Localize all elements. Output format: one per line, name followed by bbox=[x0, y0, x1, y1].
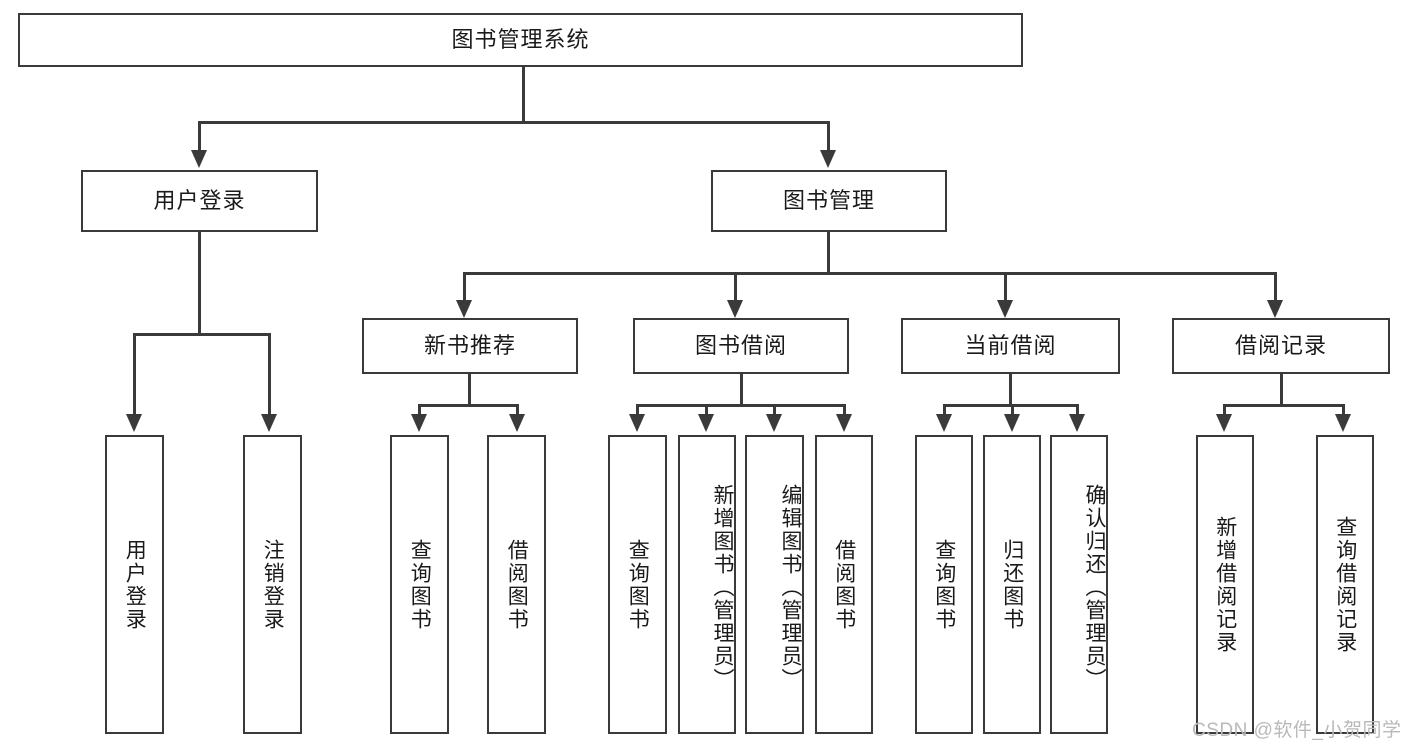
arrowhead-book-borrow-leaf-3 bbox=[766, 414, 782, 432]
edge-new-book-bar bbox=[418, 404, 519, 407]
edge-root-to-book-management bbox=[827, 121, 830, 153]
edge-book-management-stem bbox=[827, 232, 830, 273]
node-label: 新增借阅记录 bbox=[1213, 515, 1237, 654]
arrowhead-book-borrow-leaf-1 bbox=[629, 414, 645, 432]
node-label: 借阅图书 bbox=[832, 538, 856, 631]
edge-current-borrow-to-leaf-3 bbox=[1076, 404, 1079, 417]
leaf-current-borrow-query-book[interactable]: 查询图书 bbox=[915, 435, 973, 734]
node-label: 查询借阅记录 bbox=[1333, 515, 1357, 654]
node-label: 查询图书 bbox=[626, 538, 650, 631]
arrowhead-user-login-leaf-2 bbox=[261, 414, 277, 432]
node-new-book-recommend[interactable]: 新书推荐 bbox=[362, 318, 578, 374]
edge-book-management-to-current bbox=[1004, 272, 1007, 303]
node-current-borrow[interactable]: 当前借阅 bbox=[901, 318, 1120, 374]
node-label: 借阅图书 bbox=[505, 538, 529, 631]
node-user-login[interactable]: 用户登录 bbox=[81, 170, 318, 232]
node-label: 新书推荐 bbox=[423, 332, 516, 358]
arrowhead-bm-to-current bbox=[997, 300, 1013, 318]
edge-book-management-bar bbox=[463, 272, 1277, 275]
node-label: 图书管理系统 bbox=[451, 26, 590, 52]
leaf-new-book-query-book[interactable]: 查询图书 bbox=[390, 435, 449, 734]
arrowhead-current-borrow-leaf-3 bbox=[1069, 414, 1085, 432]
edge-borrow-record-stem bbox=[1280, 374, 1283, 405]
leaf-user-login-login[interactable]: 用户登录 bbox=[105, 435, 164, 734]
arrowhead-root-to-user-login bbox=[191, 150, 207, 168]
leaf-current-borrow-confirm-return-admin[interactable]: 确认归还（管理员） bbox=[1050, 435, 1108, 734]
leaf-current-borrow-return-book[interactable]: 归还图书 bbox=[983, 435, 1041, 734]
arrowhead-current-borrow-leaf-2 bbox=[1004, 414, 1020, 432]
node-label: 归还图书 bbox=[1000, 538, 1024, 631]
node-book-management[interactable]: 图书管理 bbox=[711, 170, 947, 232]
edge-user-login-to-leaf-1 bbox=[133, 333, 136, 417]
edge-current-borrow-to-leaf-1 bbox=[943, 404, 946, 417]
leaf-book-borrow-query-book[interactable]: 查询图书 bbox=[608, 435, 667, 734]
node-label: 用户登录 bbox=[123, 538, 147, 631]
arrowhead-book-borrow-leaf-2 bbox=[698, 414, 714, 432]
node-label: 当前借阅 bbox=[964, 332, 1057, 358]
edge-book-borrow-bar bbox=[636, 404, 846, 407]
edge-user-login-stem bbox=[198, 232, 201, 334]
node-label: 图书借阅 bbox=[694, 332, 787, 358]
leaf-new-book-borrow-book[interactable]: 借阅图书 bbox=[487, 435, 546, 734]
arrowhead-bm-to-record bbox=[1267, 300, 1283, 318]
edge-book-management-to-borrow bbox=[734, 272, 737, 303]
edge-book-management-to-record bbox=[1274, 272, 1277, 303]
arrowhead-root-to-book-management bbox=[820, 150, 836, 168]
edge-borrow-record-to-leaf-1 bbox=[1223, 404, 1226, 417]
edge-root-stem bbox=[522, 67, 525, 122]
edge-book-borrow-to-leaf-2 bbox=[705, 404, 708, 417]
csdn-watermark: CSDN @软件_小贺同学 bbox=[1192, 720, 1402, 741]
node-borrow-record[interactable]: 借阅记录 bbox=[1172, 318, 1390, 374]
leaf-book-borrow-add-book-admin[interactable]: 新增图书（管理员） bbox=[678, 435, 736, 734]
edge-book-management-to-new-book bbox=[463, 272, 466, 303]
arrowhead-borrow-record-leaf-2 bbox=[1335, 414, 1351, 432]
leaf-borrow-record-add-record[interactable]: 新增借阅记录 bbox=[1196, 435, 1254, 734]
edge-user-login-bar bbox=[133, 333, 271, 336]
arrowhead-bm-to-borrow bbox=[727, 300, 743, 318]
node-label: 确认归还（管理员） bbox=[1083, 484, 1106, 691]
arrowhead-borrow-record-leaf-1 bbox=[1216, 414, 1232, 432]
node-root-book-management-system[interactable]: 图书管理系统 bbox=[18, 13, 1023, 67]
node-label: 新增图书（管理员） bbox=[711, 484, 734, 691]
arrowhead-user-login-leaf-1 bbox=[126, 414, 142, 432]
edge-borrow-record-bar bbox=[1223, 404, 1345, 407]
edge-current-borrow-to-leaf-2 bbox=[1011, 404, 1014, 417]
leaf-book-borrow-borrow-book[interactable]: 借阅图书 bbox=[815, 435, 873, 734]
edge-current-borrow-stem bbox=[1009, 374, 1012, 405]
leaf-book-borrow-edit-book-admin[interactable]: 编辑图书（管理员） bbox=[745, 435, 804, 734]
leaf-user-login-logout[interactable]: 注销登录 bbox=[243, 435, 302, 734]
arrowhead-current-borrow-leaf-1 bbox=[936, 414, 952, 432]
edge-book-borrow-to-leaf-1 bbox=[636, 404, 639, 417]
edge-borrow-record-to-leaf-2 bbox=[1342, 404, 1345, 417]
edge-root-bar bbox=[198, 121, 830, 124]
node-label: 查询图书 bbox=[408, 538, 432, 631]
node-label: 编辑图书（管理员） bbox=[779, 484, 802, 691]
arrowhead-bm-to-new-book bbox=[456, 300, 472, 318]
arrowhead-new-book-leaf-2 bbox=[509, 414, 525, 432]
edge-new-book-to-leaf-2 bbox=[516, 404, 519, 417]
arrowhead-new-book-leaf-1 bbox=[411, 414, 427, 432]
edge-book-borrow-to-leaf-3 bbox=[773, 404, 776, 417]
node-label: 图书管理 bbox=[782, 187, 875, 213]
edge-user-login-to-leaf-2 bbox=[268, 333, 271, 417]
node-label: 用户登录 bbox=[153, 187, 246, 213]
edge-book-borrow-stem bbox=[740, 374, 743, 405]
node-book-borrow[interactable]: 图书借阅 bbox=[633, 318, 849, 374]
edge-book-borrow-to-leaf-4 bbox=[843, 404, 846, 417]
edge-new-book-stem bbox=[468, 374, 471, 405]
edge-new-book-to-leaf-1 bbox=[418, 404, 421, 417]
node-label: 注销登录 bbox=[261, 538, 285, 631]
node-label: 查询图书 bbox=[932, 538, 956, 631]
node-label: 借阅记录 bbox=[1234, 332, 1327, 358]
leaf-borrow-record-query-record[interactable]: 查询借阅记录 bbox=[1316, 435, 1374, 734]
arrowhead-book-borrow-leaf-4 bbox=[836, 414, 852, 432]
edge-root-to-user-login bbox=[198, 121, 201, 153]
